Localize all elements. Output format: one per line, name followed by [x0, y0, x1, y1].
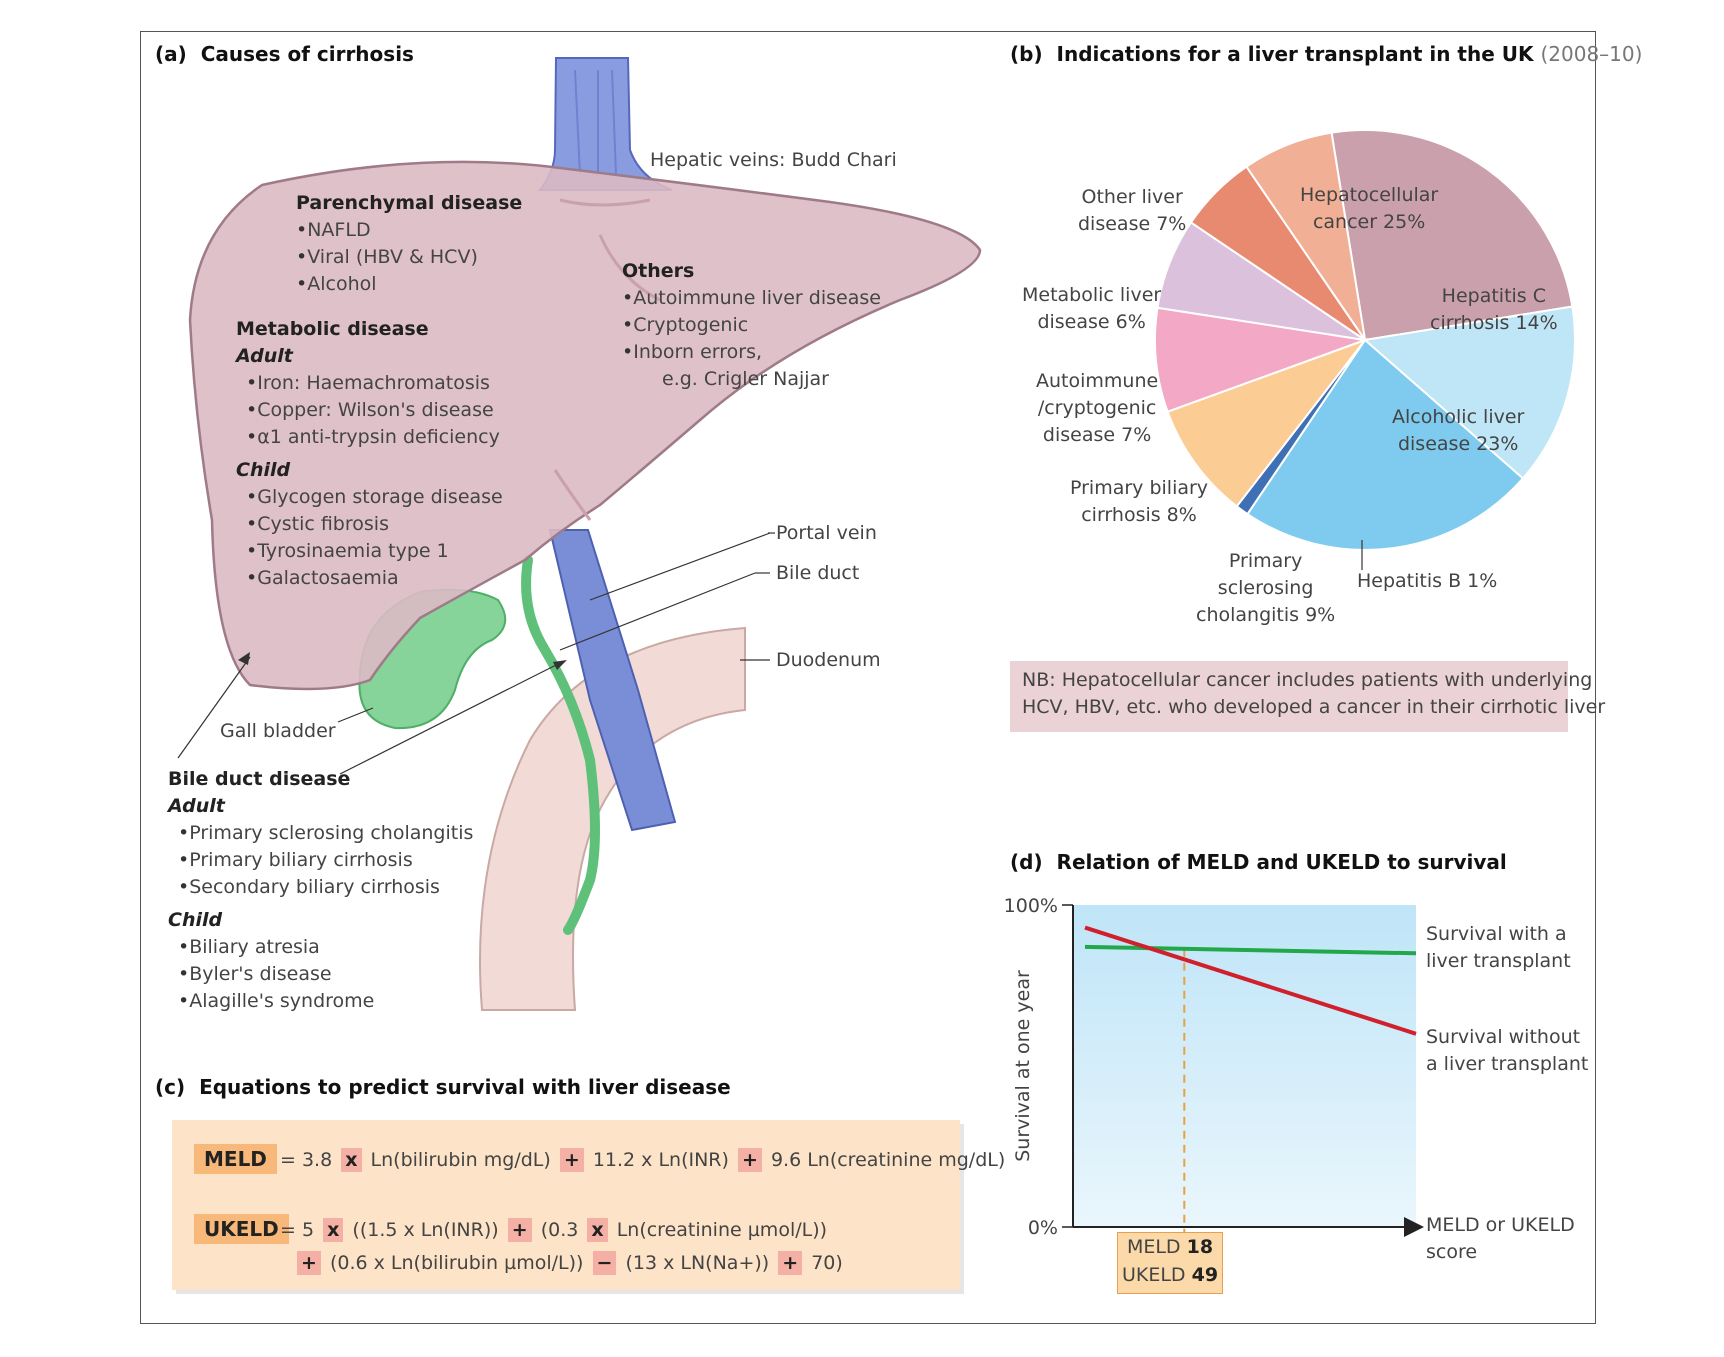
pie-slice-alcoholic-liver-disease: [1246, 338, 1525, 551]
metabolic-disease-block: Metabolic disease Adult Iron: Haemachrom…: [236, 316, 503, 592]
ukeld-tag: UKELD: [194, 1214, 289, 1244]
bile-duct-child-item: Alagille's syndrome: [168, 988, 473, 1015]
slice-label-hepatitis-b: Hepatitis B 1%: [1357, 570, 1498, 592]
metabolic-child-item: Galactosaemia: [236, 565, 503, 592]
bile-duct-disease-block: Bile duct disease Adult Primary sclerosi…: [168, 766, 473, 1015]
hepatic-veins-label: Hepatic veins: Budd Chari: [650, 149, 897, 171]
metabolic-adult-item: α1 anti-trypsin deficiency: [236, 424, 503, 451]
metabolic-child-item: Cystic fibrosis: [236, 511, 503, 538]
others-continuation: e.g. Crigler Najjar: [662, 368, 829, 390]
metabolic-child-item: Glycogen storage disease: [236, 484, 503, 511]
others-block: Others Autoimmune liver disease Cryptoge…: [622, 258, 881, 393]
pie-slice-other-liver-disease: [1245, 131, 1366, 341]
metabolic-child-item: Tyrosinaemia type 1: [236, 538, 503, 565]
metabolic-child-heading: Child: [236, 459, 291, 481]
portal-vein-shape: [548, 529, 677, 832]
metabolic-heading: Metabolic disease: [236, 318, 429, 340]
bile-duct-adult-item: Secondary biliary cirrhosis: [168, 874, 473, 901]
ukeld-equation-line-2: + (0.6 x Ln(bilirubin µmol/L)) − (13 x L…: [294, 1251, 843, 1275]
parenchymal-disease-block: Parenchymal disease NAFLD Viral (HBV & H…: [296, 190, 522, 298]
others-item: Autoimmune liver disease: [622, 285, 881, 312]
hepatitis-b-leader: [1361, 540, 1363, 570]
pie-slice-hepatitis-c-cirrhosis: [1362, 305, 1576, 480]
bile-duct-child-item: Biliary atresia: [168, 934, 473, 961]
transplant-pie-chart: [1154, 129, 1576, 551]
gall-bladder-label: Gall bladder: [220, 720, 336, 742]
others-item: Inborn errors,: [622, 339, 881, 366]
meld-equation: = 3.8 x Ln(bilirubin mg/dL) + 11.2 x Ln(…: [280, 1148, 1006, 1172]
others-item: Cryptogenic: [622, 312, 881, 339]
meld-ukeld-threshold-box: MELD 18 UKELD 49: [1117, 1232, 1223, 1294]
parenchymal-item: NAFLD: [296, 217, 522, 244]
metabolic-adult-item: Copper: Wilson's disease: [236, 397, 503, 424]
panel-b-title: (b) Indications for a liver transplant i…: [1010, 42, 1643, 66]
bile-duct-disease-heading: Bile duct disease: [168, 768, 351, 790]
bile-duct-adult-item: Primary sclerosing cholangitis: [168, 820, 473, 847]
bile-duct-child-heading: Child: [168, 909, 223, 931]
metabolic-adult-item: Iron: Haemachromatosis: [236, 370, 503, 397]
parenchymal-heading: Parenchymal disease: [296, 192, 523, 214]
meld-tag: MELD: [194, 1144, 277, 1174]
duodenum-label: Duodenum: [776, 649, 881, 671]
pie-slice-primary-biliary-cirrhosis: [1154, 306, 1366, 413]
note-box: NB: Hepatocellular cancer includes patie…: [1010, 661, 1605, 732]
panel-c-title: (c) Equations to predict survival with l…: [155, 1075, 731, 1099]
bile-duct-adult-item: Primary biliary cirrhosis: [168, 847, 473, 874]
bile-duct-label: Bile duct: [776, 562, 860, 584]
equation-box: MELD = 3.8 x Ln(bilirubin mg/dL) + 11.2 …: [172, 1120, 1005, 1290]
bile-duct-adult-heading: Adult: [168, 795, 225, 817]
panel-d-title: (d) Relation of MELD and UKELD to surviv…: [1010, 850, 1507, 874]
bile-duct-shape: [521, 555, 600, 935]
portal-vein-label: Portal vein: [776, 522, 877, 544]
figure-frame: [140, 31, 1596, 1324]
metabolic-adult-heading: Adult: [236, 345, 293, 367]
pie-slice-primary-sclerosing-cholangitis: [1166, 337, 1368, 508]
ukeld-equation-line-1: = 5 x ((1.5 x Ln(INR)) + (0.3 x Ln(creat…: [280, 1218, 828, 1242]
panel-a-title: (a) Causes of cirrhosis: [155, 42, 414, 66]
others-heading: Others: [622, 260, 695, 282]
bile-duct-child-item: Byler's disease: [168, 961, 473, 988]
pie-slice-hepatocellular-cancer: [1330, 129, 1574, 342]
parenchymal-item: Alcohol: [296, 271, 522, 298]
parenchymal-item: Viral (HBV & HCV): [296, 244, 522, 271]
